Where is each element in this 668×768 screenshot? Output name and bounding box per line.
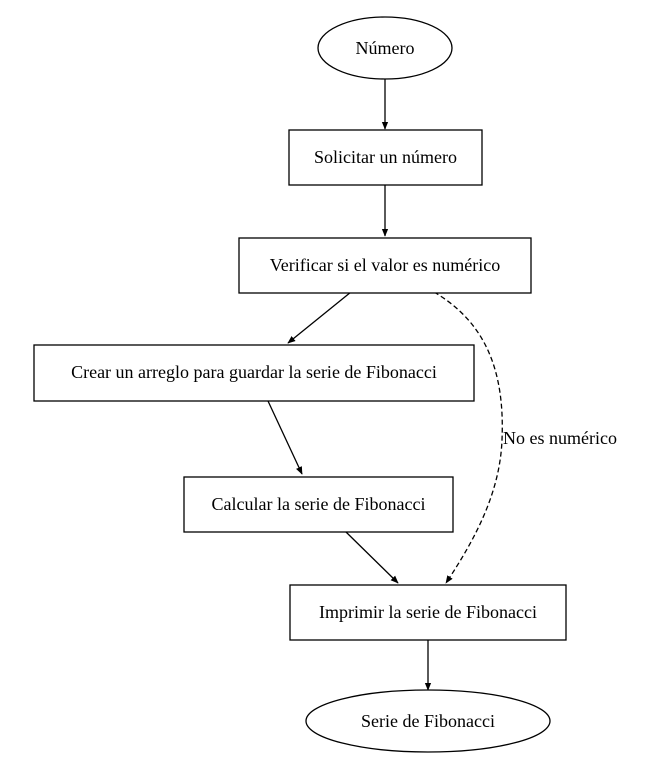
edge-verify-to-create-array — [287, 291, 352, 344]
create-array-label: Crear un arreglo para guardar la serie d… — [71, 362, 437, 382]
node-ask: Solicitar un número — [288, 129, 483, 186]
edge-label-not-numeric: No es numérico — [503, 428, 617, 448]
ask-label: Solicitar un número — [314, 147, 457, 167]
node-print: Imprimir la serie de Fibonacci — [289, 584, 567, 641]
calculate-box — [183, 476, 454, 533]
edge-verify-to-print-dashed — [433, 291, 503, 584]
node-start: Número — [317, 16, 453, 80]
print-label: Imprimir la serie de Fibonacci — [319, 602, 537, 622]
edge-calculate-to-print — [345, 531, 399, 584]
node-create-array: Crear un arreglo para guardar la serie d… — [33, 344, 475, 402]
create-array-box — [33, 344, 475, 402]
edge-create-array-to-calculate — [267, 400, 303, 475]
print-box — [289, 584, 567, 641]
verify-label: Verificar si el valor es numérico — [270, 255, 500, 275]
node-verify: Verificar si el valor es numérico — [238, 237, 532, 294]
start-ellipse — [317, 16, 453, 80]
end-label: Serie de Fibonacci — [361, 711, 495, 731]
end-ellipse — [305, 689, 551, 753]
edges — [267, 79, 503, 691]
node-end: Serie de Fibonacci — [305, 689, 551, 753]
ask-box — [288, 129, 483, 186]
verify-box — [238, 237, 532, 294]
node-calculate: Calcular la serie de Fibonacci — [183, 476, 454, 533]
start-label: Número — [356, 38, 415, 58]
calculate-label: Calcular la serie de Fibonacci — [212, 494, 426, 514]
